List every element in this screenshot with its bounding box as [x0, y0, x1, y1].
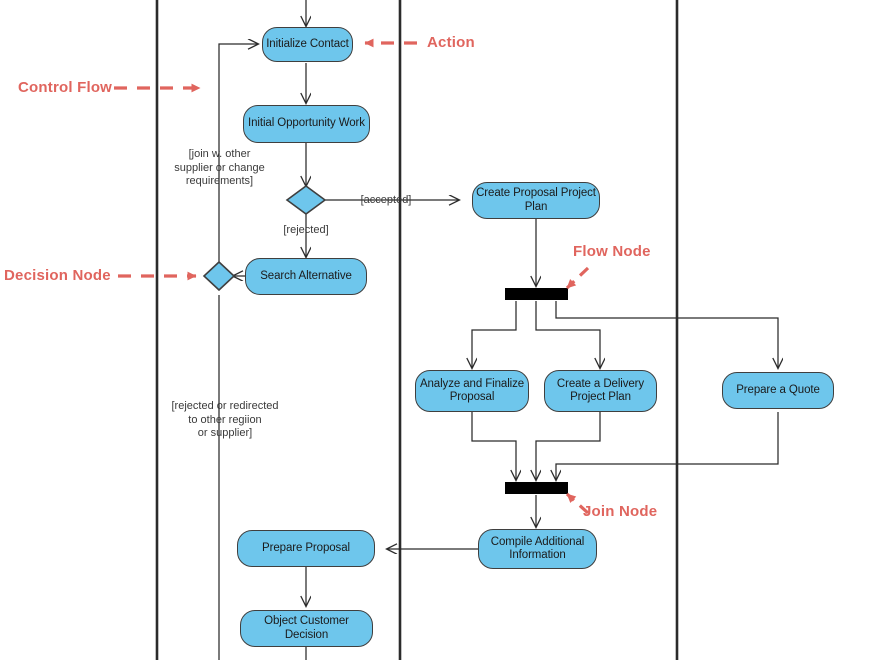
node-create-proposal-project-plan[interactable]: Create Proposal Project Plan — [472, 182, 600, 219]
annotation-leader-lines — [114, 38, 590, 515]
node-compile-additional-information[interactable]: Compile Additional Information — [478, 529, 597, 569]
node-prepare-a-quote[interactable]: Prepare a Quote — [722, 372, 834, 409]
guard-accepted: [accepted] — [360, 194, 412, 206]
node-prepare-proposal[interactable]: Prepare Proposal — [237, 530, 375, 567]
join-bar — [505, 482, 568, 494]
node-label: Prepare Proposal — [262, 541, 350, 554]
node-label: Search Alternative — [260, 269, 352, 282]
annotation-action: Action — [427, 34, 475, 51]
node-label: Prepare a Quote — [736, 383, 820, 396]
guard-rejected-or-redirected: [rejected or redirected to other regiion… — [171, 400, 279, 439]
annotation-decision-node: Decision Node — [4, 267, 111, 284]
fork-bar — [505, 288, 568, 300]
guard-rejected: [rejected] — [283, 224, 329, 236]
annotation-control-flow: Control Flow — [18, 79, 113, 96]
node-label: Create a Delivery Project Plan — [556, 377, 645, 404]
annotation-flow-node: Flow Node — [573, 243, 651, 260]
control-flow-edges — [218, 0, 778, 660]
node-label: Object Customer Decision — [264, 615, 349, 641]
node-search-alternative[interactable]: Search Alternative — [245, 258, 367, 295]
node-label: Initial Opportunity Work — [248, 117, 365, 130]
node-analyze-and-finalize-proposal[interactable]: Analyze and Finalize Proposal — [415, 370, 529, 412]
guard-join-with-other-supplier: [join w. other supplier or change requir… — [174, 148, 265, 187]
node-initial-opportunity-work[interactable]: Initial Opportunity Work — [243, 105, 370, 143]
node-initialize-contact[interactable]: Initialize Contact — [262, 27, 353, 62]
node-create-a-delivery-project-plan[interactable]: Create a Delivery Project Plan — [544, 370, 657, 412]
node-label: Initialize Contact — [266, 37, 349, 50]
decision-node-1 — [285, 185, 327, 215]
node-label: Compile Additional Information — [490, 535, 585, 562]
node-object-customer-decision[interactable]: Object Customer Decision — [240, 610, 373, 647]
node-label: Create Proposal Project Plan — [476, 187, 596, 213]
node-label: Analyze and Finalize Proposal — [419, 377, 525, 404]
decision-node-2 — [202, 260, 236, 292]
swimlane-dividers — [155, 0, 679, 660]
annotation-join-node: Join Node — [583, 503, 658, 520]
